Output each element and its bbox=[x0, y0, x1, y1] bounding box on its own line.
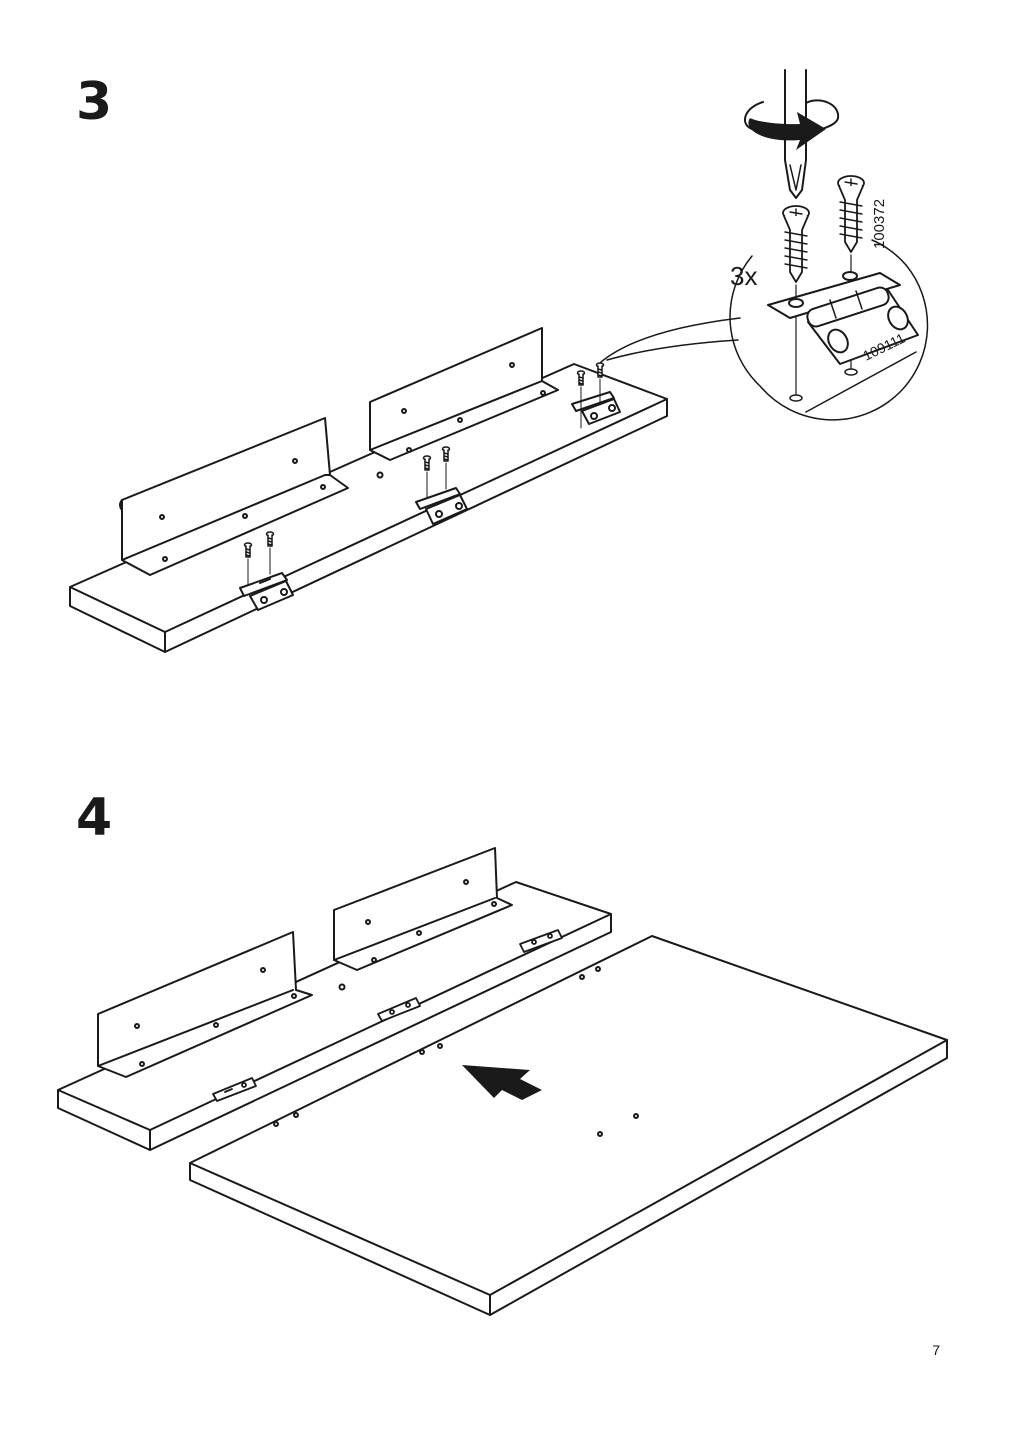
large-panel bbox=[189, 935, 948, 1316]
step-3-number: 3 bbox=[76, 72, 113, 132]
detail-hinge bbox=[767, 271, 919, 402]
detail-screw-right bbox=[837, 175, 865, 371]
page-number: 7 bbox=[932, 1342, 940, 1358]
hinges-step4 bbox=[212, 929, 563, 1102]
small-screws bbox=[243, 362, 605, 586]
bracket-left bbox=[119, 417, 349, 576]
step-3-illustration: 3x 100372 109111 bbox=[69, 69, 929, 653]
clockwise-rotation-arrow-icon bbox=[743, 99, 840, 150]
step-4-number: 4 bbox=[76, 788, 113, 848]
callout-leader bbox=[600, 317, 741, 363]
quantity-label: 3x bbox=[730, 261, 757, 291]
hinge-middle bbox=[415, 487, 468, 525]
step-4-illustration bbox=[57, 847, 948, 1316]
bracket-step4-left bbox=[97, 931, 346, 1078]
screw-part-number: 100372 bbox=[871, 199, 888, 249]
bracket-middle bbox=[369, 327, 559, 479]
hinge-left bbox=[239, 572, 294, 611]
direction-arrow-icon bbox=[462, 1065, 542, 1100]
detail-circle bbox=[729, 239, 929, 421]
hinge-right bbox=[571, 391, 621, 425]
bracket-step4-right bbox=[333, 847, 513, 971]
detail-screw-center bbox=[782, 205, 810, 396]
